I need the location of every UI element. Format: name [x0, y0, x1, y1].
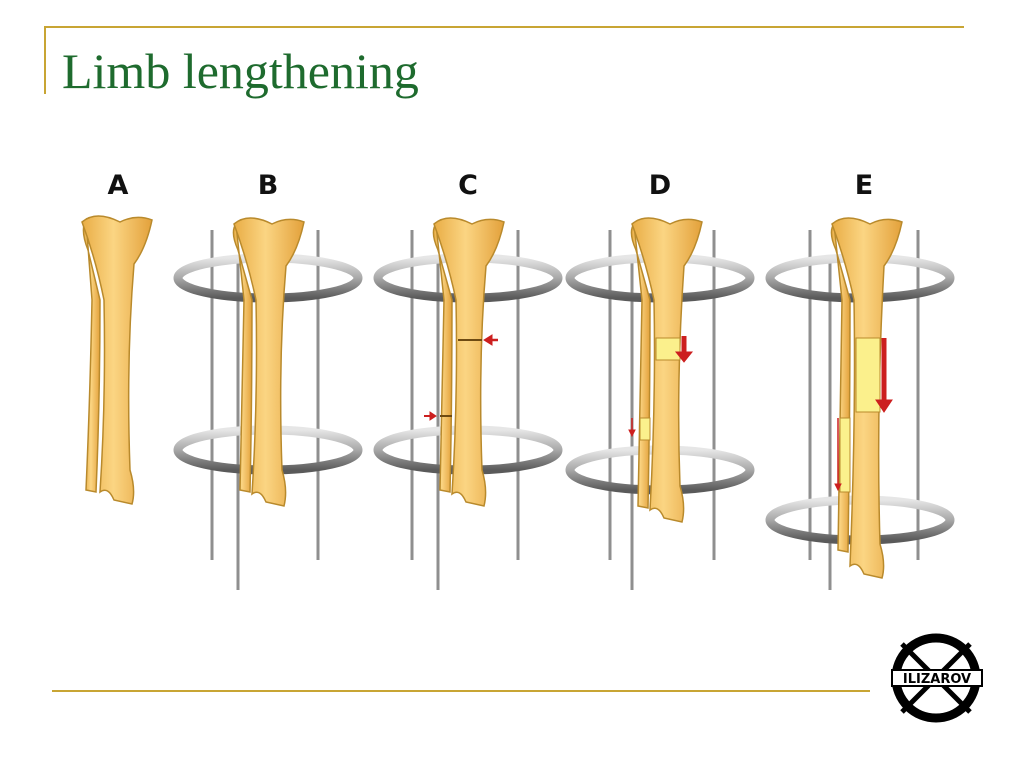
logo-text: ILIZAROV	[903, 672, 971, 687]
ilizarov-logo: ILIZAROV	[891, 633, 983, 723]
tibia-fibula-c	[432, 217, 505, 507]
regenerate-tibia-d	[655, 337, 681, 361]
panel-c: C	[373, 170, 563, 590]
rods-c	[410, 230, 520, 590]
regenerate-fibula-e	[839, 417, 851, 493]
bottom-rule	[52, 690, 870, 692]
tibia-fibula-a	[81, 215, 153, 505]
tibia-fibula-e	[830, 217, 903, 579]
panel-label-a: A	[108, 170, 129, 201]
ilizarov-diagram: A B C	[81, 170, 955, 590]
logo-banner	[891, 669, 983, 687]
left-rule	[44, 26, 46, 94]
regenerate-fibula-d	[639, 417, 651, 441]
slide-title: Limb lengthening	[62, 43, 419, 99]
rods-b	[210, 230, 320, 590]
panel-a: A	[81, 170, 153, 505]
tibia-fibula-b	[232, 217, 305, 507]
panel-label-c: C	[458, 170, 478, 201]
panel-label-d: D	[649, 170, 671, 201]
panel-d: D	[565, 170, 755, 590]
panel-label-b: B	[258, 170, 279, 201]
distraction-arrows-d	[628, 336, 694, 438]
panel-label-e: E	[855, 170, 873, 201]
osteotomy-arrows-c	[424, 334, 498, 421]
panel-b: B	[173, 170, 363, 590]
tibia-fibula-d	[630, 217, 703, 523]
top-rule	[44, 26, 964, 28]
panel-e: E	[765, 170, 955, 590]
distraction-arrows-e	[834, 338, 893, 492]
